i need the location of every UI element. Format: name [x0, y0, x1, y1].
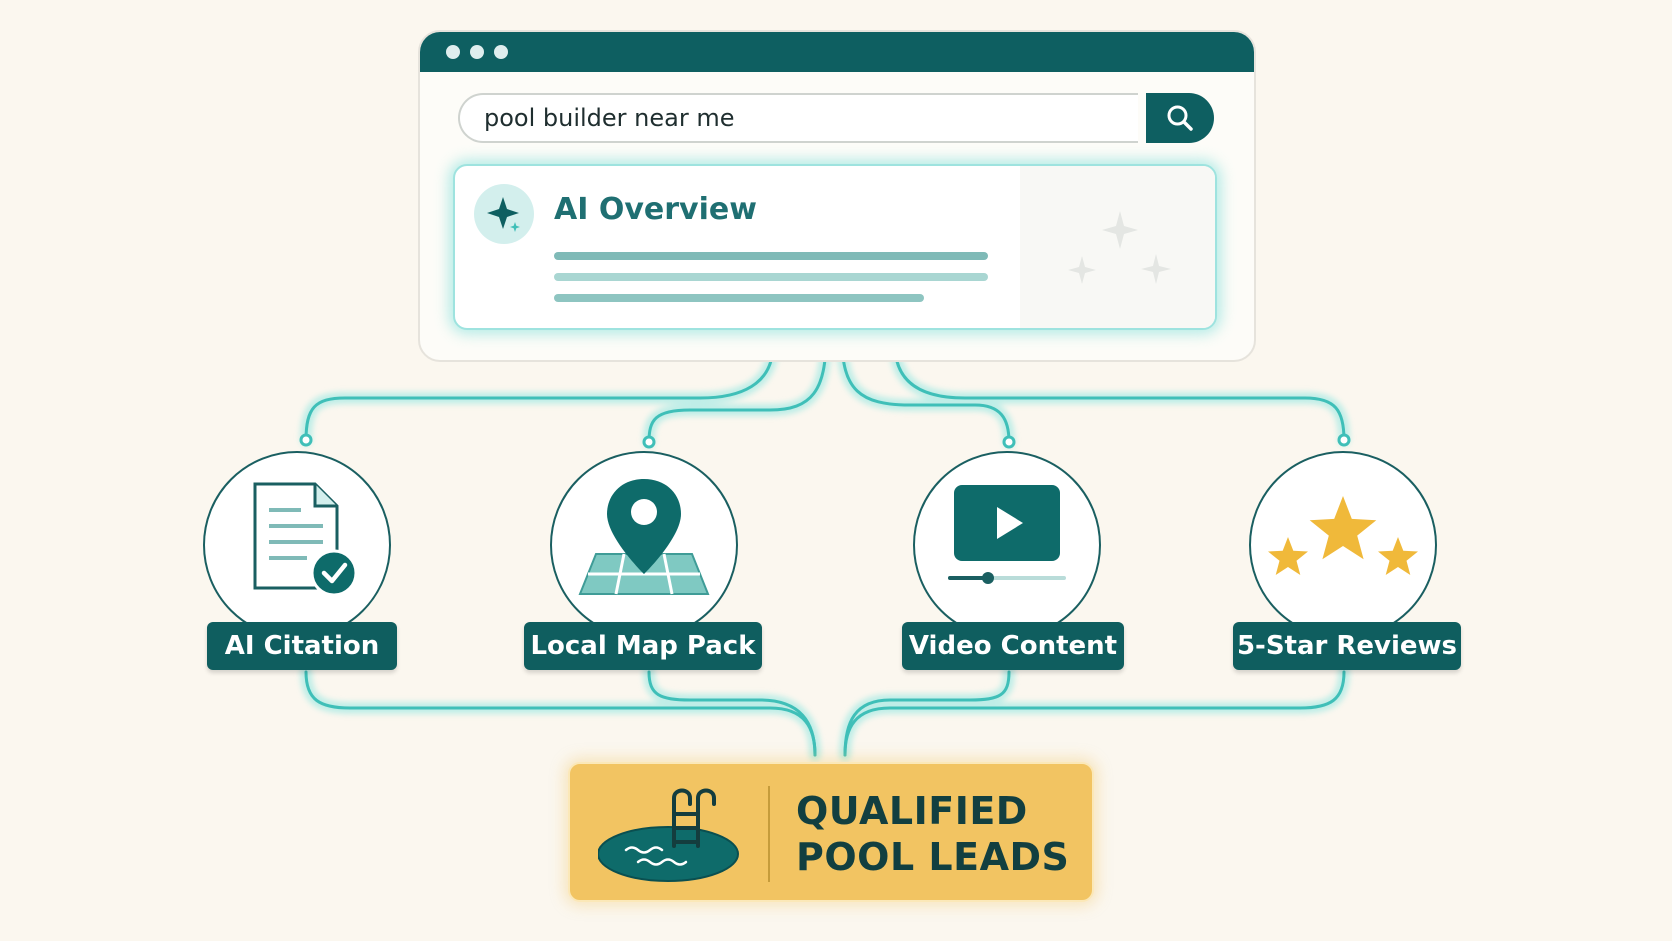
label-local-map-pack: Local Map Pack — [524, 622, 762, 670]
window-dot — [446, 45, 460, 59]
leads-title: QUALIFIED POOL LEADS — [796, 788, 1086, 880]
stars-icon — [1268, 496, 1418, 575]
connector-core — [304, 336, 1346, 757]
search-input[interactable]: pool builder near me — [458, 93, 1138, 143]
browser-window: pool builder near me AI Overview — [418, 30, 1256, 362]
ai-overview-card: AI Overview — [453, 164, 1217, 330]
overview-text-line — [554, 294, 924, 302]
window-dot — [470, 45, 484, 59]
node-local-map-pack — [550, 451, 738, 639]
overview-text-line — [554, 273, 988, 281]
search-query: pool builder near me — [484, 104, 735, 132]
document-check-icon — [253, 482, 357, 596]
connector-glow — [300, 332, 1350, 761]
node-video-content — [913, 451, 1101, 639]
search-button[interactable] — [1146, 93, 1214, 143]
leads-divider — [768, 786, 770, 882]
overview-text-line — [554, 252, 988, 260]
video-play-icon — [948, 485, 1066, 584]
search-icon — [1167, 105, 1193, 131]
overview-side-panel — [1020, 166, 1215, 328]
label-video-content: Video Content — [902, 622, 1124, 670]
node-ai-citation — [203, 451, 391, 639]
map-pin-icon — [578, 479, 710, 595]
pool-ladder-icon — [598, 788, 739, 882]
browser-titlebar — [420, 32, 1254, 72]
ai-sparkle-icon — [487, 197, 520, 232]
overview-title: AI Overview — [554, 192, 757, 227]
leads-title-line-1: QUALIFIED — [796, 789, 1028, 833]
label-ai-citation: AI Citation — [207, 622, 397, 670]
leads-title-line-2: POOL LEADS — [796, 835, 1070, 879]
qualified-pool-leads-box: QUALIFIED POOL LEADS — [568, 762, 1094, 902]
window-dot — [494, 45, 508, 59]
label-5-star-reviews: 5-Star Reviews — [1233, 622, 1461, 670]
node-5-star-reviews — [1249, 451, 1437, 639]
ai-sparkle-badge — [474, 184, 534, 244]
sparkles-icon — [1068, 211, 1171, 284]
